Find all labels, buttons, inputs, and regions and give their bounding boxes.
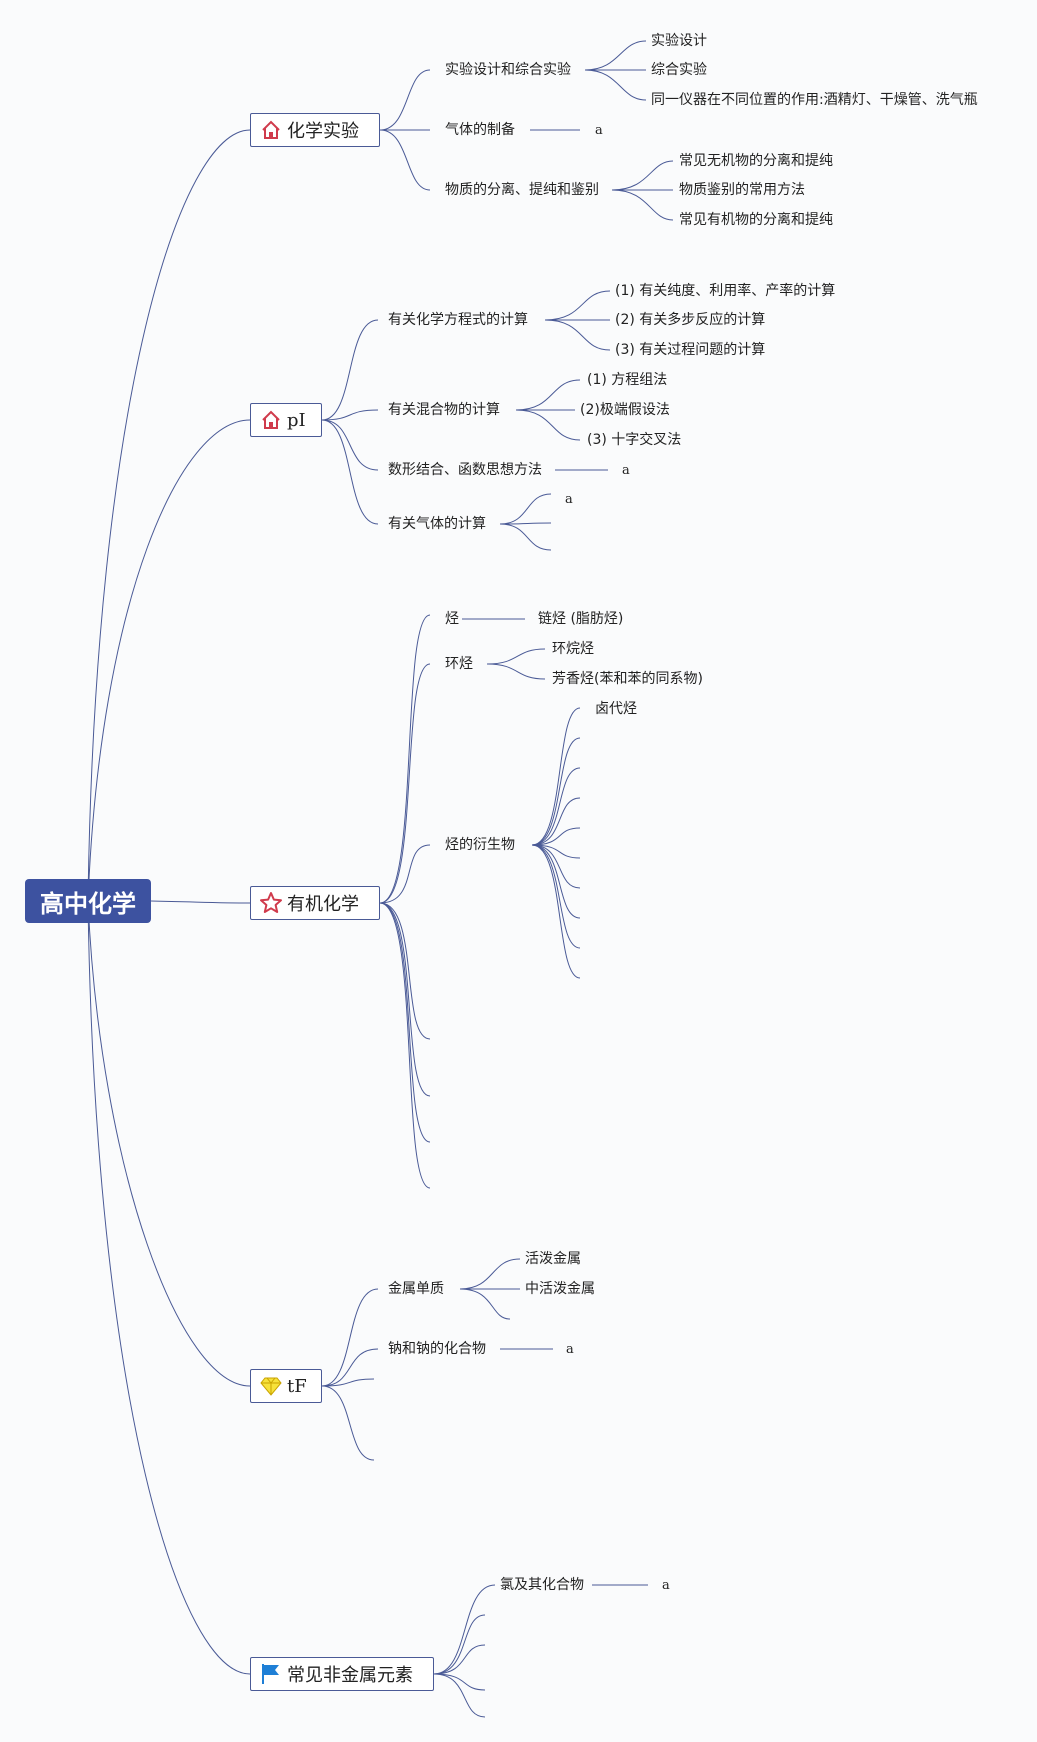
branch-node-tf[interactable]: tF [250, 1369, 322, 1403]
leaf-experiment-design[interactable]: 实验设计 [651, 33, 707, 49]
topic-mixture-calc[interactable]: 有关混合物的计算 [388, 402, 500, 418]
leaf-medium-active-metal[interactable]: 中活泼金属 [525, 1281, 595, 1297]
leaf-chlorine-a[interactable]: a [662, 1578, 670, 1593]
topic-hydrocarbon[interactable]: 烃 [445, 611, 459, 627]
leaf-gas-a[interactable]: a [595, 123, 603, 138]
leaf-process-calc[interactable]: (3) 有关过程问题的计算 [615, 342, 766, 358]
leaf-extreme-assumption[interactable]: (2)极端假设法 [580, 402, 670, 418]
topic-chlorine-compounds[interactable]: 氯及其化合物 [500, 1577, 584, 1593]
diamond-icon [259, 1374, 283, 1398]
topic-metal-element[interactable]: 金属单质 [388, 1281, 444, 1297]
house-icon [259, 118, 283, 142]
leaf-gas-calc-a[interactable]: a [565, 492, 573, 507]
topic-gas-preparation[interactable]: 气体的制备 [445, 122, 515, 138]
leaf-equation-system[interactable]: (1) 方程组法 [587, 372, 668, 388]
leaf-comprehensive-experiment[interactable]: 综合实验 [651, 62, 707, 78]
leaf-identification-methods[interactable]: 物质鉴别的常用方法 [679, 182, 805, 198]
leaf-multistep-calc[interactable]: (2) 有关多步反应的计算 [615, 312, 766, 328]
link-root-b4 [87, 900, 251, 1387]
link-root-b3 [150, 900, 251, 904]
topic-hydrocarbon-derivatives[interactable]: 烃的衍生物 [445, 837, 515, 853]
branch-node-nonmetal[interactable]: 常见非金属元素 [250, 1657, 434, 1691]
house-icon [259, 408, 283, 432]
star-icon [259, 891, 283, 915]
topic-experiment-design[interactable]: 实验设计和综合实验 [445, 62, 571, 78]
link-root-b2 [87, 419, 251, 902]
topic-graphic-function[interactable]: 数形结合、函数思想方法 [388, 462, 542, 478]
leaf-purity-calc[interactable]: (1) 有关纯度、利用率、产率的计算 [615, 283, 836, 299]
leaf-inorganic-separation[interactable]: 常见无机物的分离和提纯 [679, 153, 833, 169]
leaf-chain-hydrocarbon[interactable]: 链烃 (脂肪烃) [538, 611, 624, 627]
link-root-b5 [87, 900, 251, 1675]
topic-equation-calc[interactable]: 有关化学方程式的计算 [388, 312, 528, 328]
leaf-active-metal[interactable]: 活泼金属 [525, 1251, 581, 1267]
leaf-cross-method[interactable]: (3) 十字交叉法 [587, 432, 682, 448]
topic-separation[interactable]: 物质的分离、提纯和鉴别 [445, 182, 599, 198]
topic-cyclic-hydrocarbon[interactable]: 环烃 [445, 656, 473, 672]
branch-node-chem-experiment[interactable]: 化学实验 [250, 113, 380, 147]
leaf-organic-separation[interactable]: 常见有机物的分离和提纯 [679, 212, 833, 228]
leaf-halogenated-hydrocarbon[interactable]: 卤代烃 [595, 701, 637, 717]
topic-sodium-compounds[interactable]: 钠和钠的化合物 [388, 1341, 486, 1357]
link-root-b1 [87, 129, 251, 902]
leaf-aromatic-hydrocarbon[interactable]: 芳香烃(苯和苯的同系物) [552, 671, 703, 687]
leaf-graphic-a[interactable]: a [622, 463, 630, 478]
leaf-sodium-a[interactable]: a [566, 1342, 574, 1357]
topic-gas-calc[interactable]: 有关气体的计算 [388, 516, 486, 532]
root-node[interactable]: 高中化学 [25, 879, 151, 923]
flag-icon [259, 1662, 283, 1686]
leaf-cycloalkane[interactable]: 环烷烃 [552, 641, 594, 657]
leaf-instrument-roles[interactable]: 同一仪器在不同位置的作用:酒精灯、干燥管、洗气瓶 [651, 92, 978, 108]
branch-node-organic[interactable]: 有机化学 [250, 886, 380, 920]
branch-node-pi[interactable]: pI [250, 403, 322, 437]
